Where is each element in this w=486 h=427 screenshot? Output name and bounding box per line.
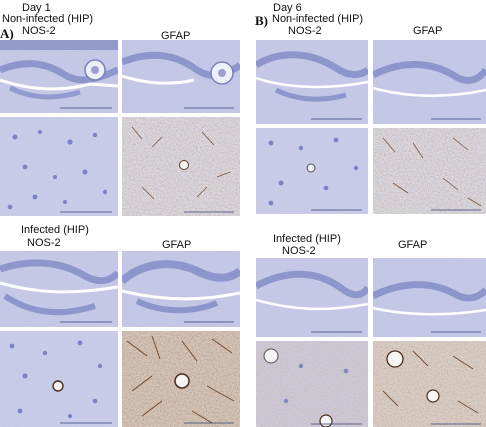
micrograph-b-noninfected-nos2-low: [256, 40, 368, 124]
micrograph-b-infected-nos2-high: [256, 341, 368, 427]
panel-a-infected-label: Infected (HIP): [21, 224, 89, 236]
panel-a-letter: A): [0, 26, 14, 41]
panel-a-bottom-nos2-label: NOS-2: [27, 237, 61, 249]
panel-b-day-label: Day 6: [273, 2, 302, 14]
micrograph-b-noninfected-gfap-low: [373, 40, 486, 124]
micrograph-b-infected-gfap-low: [373, 258, 486, 337]
panel-a-day-label: Day 1: [22, 2, 51, 14]
panel-a-top-gfap-label: GFAP: [161, 30, 191, 42]
micrograph-a-noninfected-gfap-low: [122, 40, 240, 113]
micrograph-a-infected-gfap-low: [122, 251, 240, 327]
micrograph-b-noninfected-gfap-high: [373, 128, 486, 214]
micrograph-a-noninfected-gfap-high: [122, 117, 240, 216]
micrograph-a-noninfected-nos2-high: [0, 117, 118, 216]
micrograph-a-infected-nos2-high: [0, 331, 118, 427]
panel-a-bottom-gfap-label: GFAP: [162, 239, 192, 251]
micrograph-a-noninfected-nos2-low: [0, 40, 118, 113]
panel-b-infected-label: Infected (HIP): [273, 233, 341, 245]
panel-b-top-nos2-label: NOS-2: [288, 25, 322, 37]
micrograph-b-noninfected-nos2-high: [256, 128, 368, 214]
micrograph-a-infected-nos2-low: [0, 251, 118, 327]
panel-a-noninfected-label: Non-infected (HIP): [2, 13, 94, 25]
micrograph-a-infected-gfap-high: [122, 331, 240, 427]
panel-b-bottom-gfap-label: GFAP: [398, 239, 428, 251]
panel-b-top-gfap-label: GFAP: [413, 25, 443, 37]
micrograph-b-infected-nos2-low: [256, 258, 368, 337]
panel-b-noninfected-label: Non-infected (HIP): [272, 13, 364, 25]
micrograph-b-infected-gfap-high: [373, 341, 486, 427]
panel-b-letter: B): [255, 13, 268, 28]
panel-a-top-nos2-label: NOS-2: [22, 25, 56, 37]
panel-b-bottom-nos2-label: NOS-2: [282, 245, 316, 257]
